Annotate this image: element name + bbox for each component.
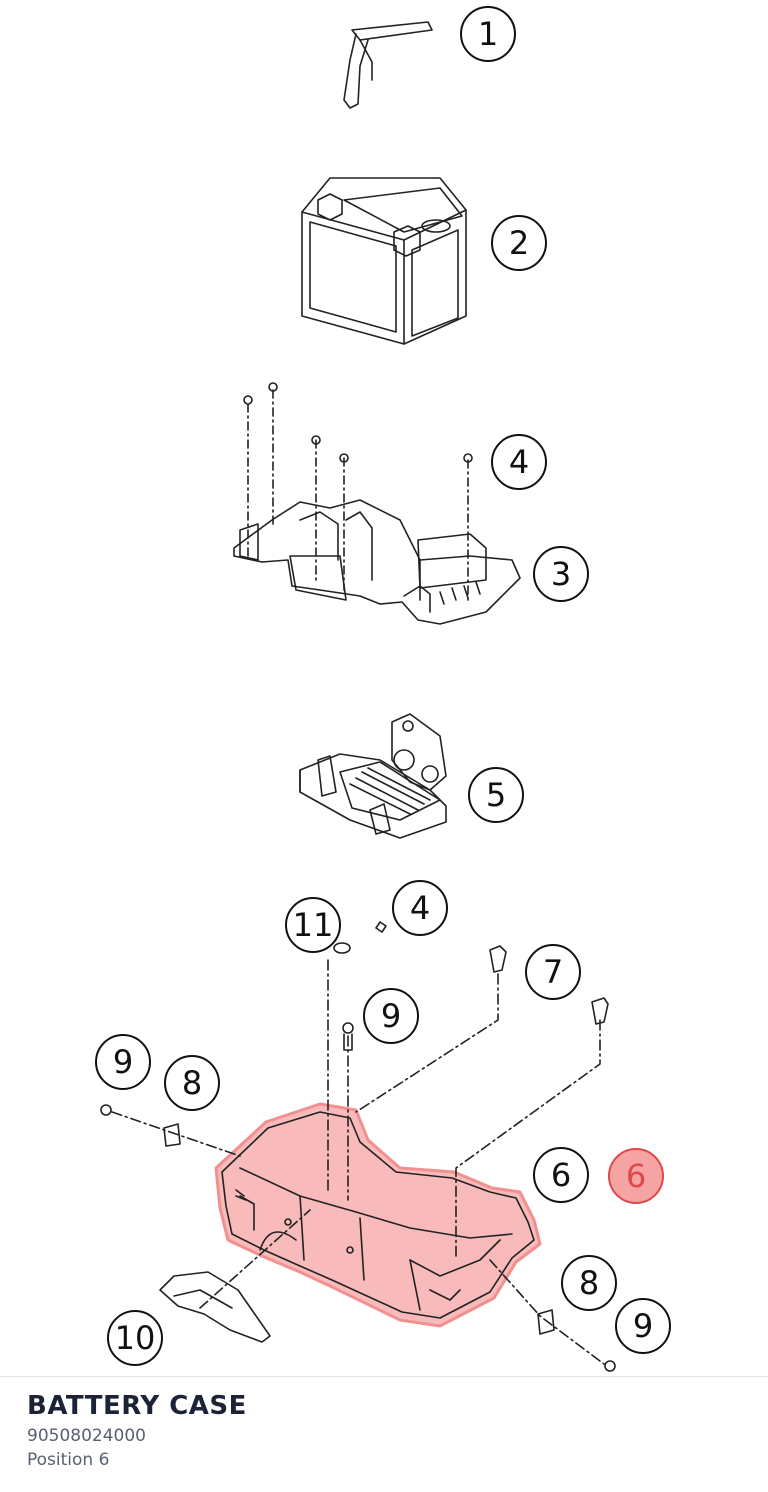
svg-text:5: 5 [486,776,506,814]
svg-text:4: 4 [509,443,529,481]
cover-part[interactable] [159,1271,271,1343]
battery-tray-part[interactable] [233,499,521,625]
callout-6-highlight[interactable]: 6 [608,1148,664,1204]
svg-text:9: 9 [381,997,401,1035]
svg-text:9: 9 [113,1043,133,1081]
battery-part[interactable] [301,177,467,345]
svg-text:8: 8 [182,1064,202,1102]
tray-screws[interactable] [247,389,469,601]
svg-text:7: 7 [543,953,563,991]
callout-11[interactable]: 11 [285,897,341,953]
callout-1[interactable]: 1 [460,6,516,62]
callout-6[interactable]: 6 [533,1147,589,1203]
battery-case-highlight [214,1102,542,1328]
exploded-parts-diagram: 1 2 4 3 5 11 4 7 [95,6,671,1372]
callout-10[interactable]: 10 [107,1310,163,1366]
battery-case-part[interactable] [214,1102,542,1328]
svg-text:2: 2 [509,224,529,262]
callout-9-center[interactable]: 9 [363,988,419,1044]
callouts: 1 2 4 3 5 11 4 7 [95,6,671,1366]
callout-9-right[interactable]: 9 [615,1298,671,1354]
svg-text:8: 8 [579,1264,599,1302]
svg-text:10: 10 [115,1319,156,1357]
part-info-footer: BATTERY CASE 90508024000 Position 6 [0,1376,768,1492]
svg-text:3: 3 [551,555,571,593]
svg-text:11: 11 [293,906,334,944]
part-position: Position 6 [27,1450,110,1470]
svg-text:9: 9 [633,1307,653,1345]
callout-4-bottom[interactable]: 4 [392,880,448,936]
regulator-part[interactable] [299,713,447,839]
svg-text:6: 6 [551,1156,571,1194]
svg-text:1: 1 [478,15,498,53]
callout-3[interactable]: 3 [533,546,589,602]
callout-8-right[interactable]: 8 [561,1255,617,1311]
part-number: 90508024000 [27,1426,146,1446]
callout-5[interactable]: 5 [468,767,524,823]
callout-4-top[interactable]: 4 [491,434,547,490]
callout-9-left[interactable]: 9 [95,1034,151,1090]
part-title: BATTERY CASE [27,1391,247,1421]
svg-text:4: 4 [410,889,430,927]
callout-2[interactable]: 2 [491,215,547,271]
callout-8-left[interactable]: 8 [164,1055,220,1111]
bracket-part[interactable] [343,21,433,109]
svg-text:6: 6 [626,1157,646,1195]
case-screws[interactable] [111,959,605,1365]
callout-7[interactable]: 7 [525,944,581,1000]
